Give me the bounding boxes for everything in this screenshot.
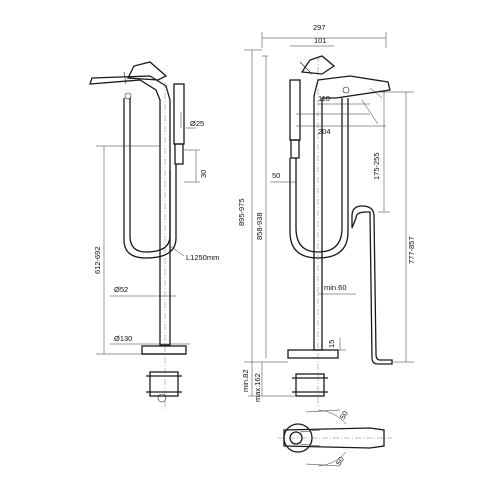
handle-pin — [123, 71, 127, 85]
top-spout — [283, 427, 385, 449]
dim-858-938: 858-938 — [255, 212, 264, 240]
front-hand-shower — [289, 79, 301, 141]
dim-d25: Ø25 — [190, 119, 204, 128]
dim-204: 204 — [318, 127, 331, 136]
front-lever — [300, 55, 336, 75]
dim-angle-50a: 50 — [338, 409, 350, 421]
front-hose — [295, 98, 343, 253]
dim-101: 101 — [314, 36, 327, 45]
side-view — [89, 61, 187, 410]
spout-body — [89, 75, 171, 346]
dim-777-857: 777-857 — [407, 236, 416, 264]
dim-min60: min.60 — [324, 283, 347, 292]
shower-holder — [174, 143, 184, 165]
front-base-plate — [287, 349, 339, 359]
dim-15: 15 — [327, 340, 336, 348]
aerator — [124, 92, 132, 100]
bathtub-edge — [351, 205, 393, 365]
hand-shower — [173, 83, 185, 145]
dim-30: 30 — [199, 170, 208, 178]
front-view — [287, 55, 393, 408]
dim-min82: min.82 — [241, 369, 250, 392]
dim-297: 297 — [313, 23, 326, 32]
dim-angle-50b: 50 — [334, 455, 346, 467]
dim-110: 110 — [318, 94, 330, 103]
dim-895-975: 895-975 — [237, 198, 246, 226]
side-view-dimensions: Ø25 30 612-692 L1250mm Ø52 Ø130 — [93, 112, 219, 355]
lever-handle — [126, 61, 168, 81]
hose — [123, 98, 177, 259]
front-aerator — [342, 86, 350, 94]
dim-612-692: 612-692 — [93, 246, 102, 274]
dim-max162: max.162 — [253, 373, 262, 402]
dim-50: 50 — [272, 171, 280, 180]
dim-hose-length: L1250mm — [186, 253, 219, 262]
front-spout — [313, 75, 391, 351]
dim-d52: Ø52 — [114, 285, 128, 294]
base-plate — [141, 345, 187, 355]
front-view-dimensions: 297 101 895-975 858-938 110 204 175-255 … — [237, 23, 416, 402]
mounting-box — [149, 371, 179, 397]
top-view: 50 50 — [278, 409, 392, 467]
dim-175-255: 175-255 — [372, 152, 381, 180]
front-mounting-box — [295, 373, 325, 397]
front-shower-holder — [290, 139, 300, 159]
dim-d130: Ø130 — [114, 334, 132, 343]
